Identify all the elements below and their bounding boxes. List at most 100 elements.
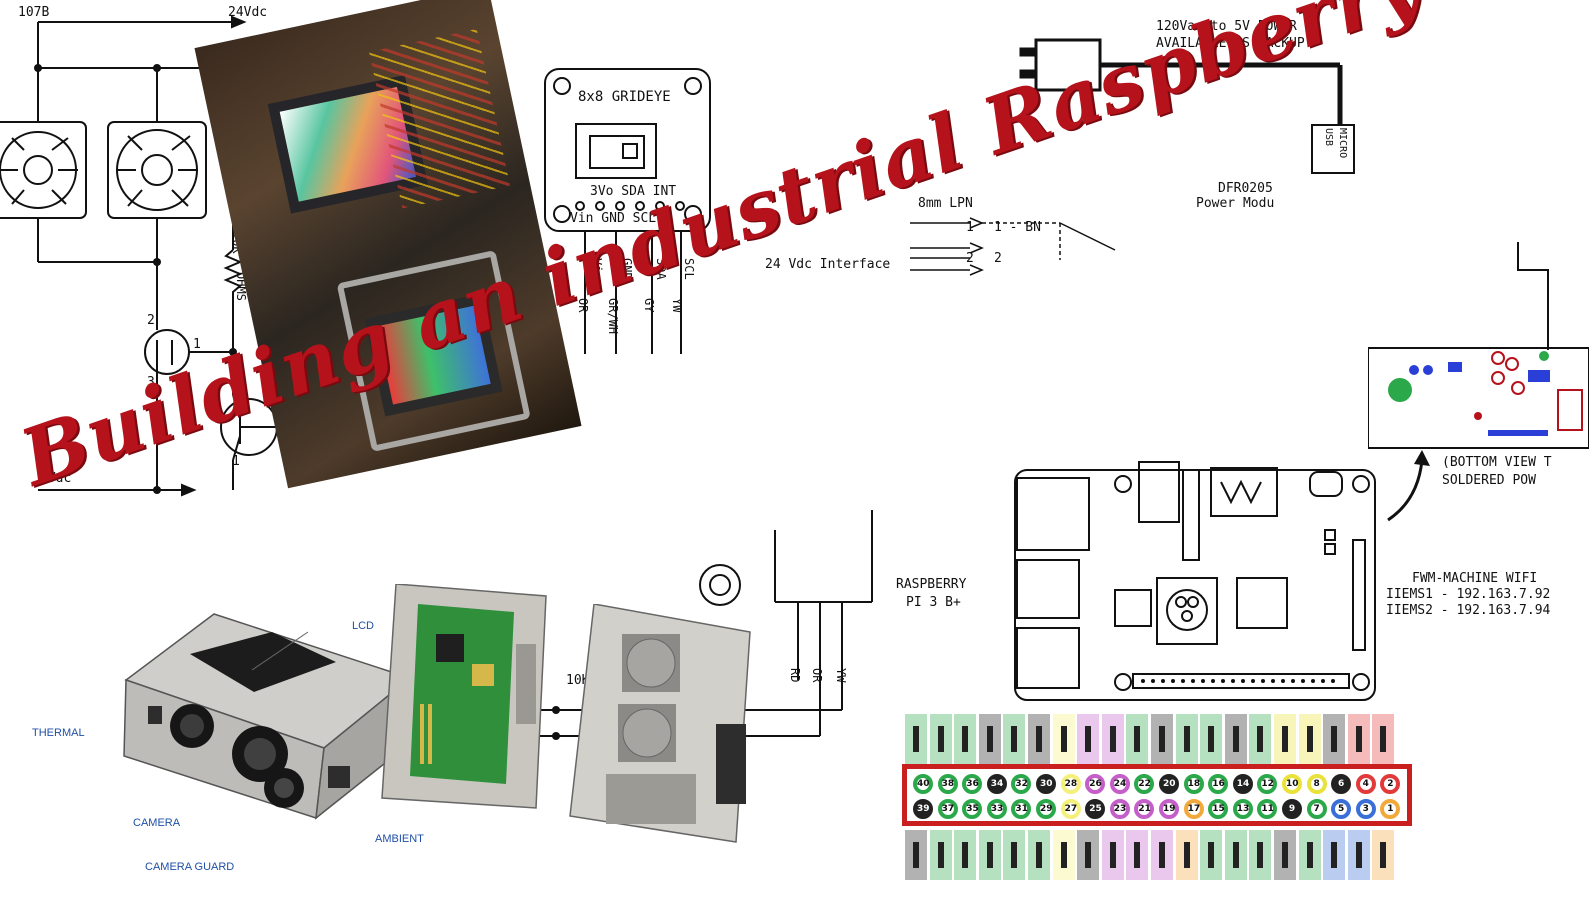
gpio-pin-11: 11	[1257, 799, 1278, 819]
gpio-pin-10: 10	[1282, 774, 1302, 794]
gpio-label-mark-26	[1085, 726, 1092, 752]
gpio-pin-17: 17	[1183, 799, 1204, 819]
callout-camera: CAMERA	[133, 817, 181, 829]
gpio-pin-3: 3	[1355, 799, 1376, 819]
gpio-pin-20: 20	[1159, 774, 1179, 794]
wifi-line2: IIEMS2 - 192.163.7.94	[1386, 603, 1551, 618]
gpio-label-mark-20	[1159, 726, 1165, 752]
relay-wire-yw: YW	[834, 668, 848, 683]
relay-wire-or: OR	[810, 668, 824, 683]
gpio-label-mark-23	[1109, 842, 1116, 868]
gpio-pin-36: 36	[962, 774, 983, 794]
micro-usb-label-2: USB	[1323, 128, 1334, 147]
wifi-line1: IIEMS1 - 192.163.7.92	[1386, 587, 1551, 602]
gpio-pin-12: 12	[1257, 774, 1278, 794]
ground-label: 0Vdc	[40, 471, 72, 486]
gpio-pin-13: 13	[1232, 799, 1253, 819]
gpio-label-mark-35	[962, 842, 969, 868]
gpio-label-mark-30	[1036, 726, 1042, 752]
connector-pin2-label: 2	[994, 251, 1002, 266]
gpio-label-mark-9	[1282, 842, 1288, 868]
gpio-pin-19: 19	[1159, 799, 1179, 819]
relay-resistor-label: 10K	[566, 673, 590, 688]
gpio-label-mark-14	[1232, 726, 1239, 752]
grideye-color-gy: GY	[642, 298, 656, 313]
gpio-pin-14: 14	[1232, 774, 1253, 794]
gpio-label-mark-4	[1355, 726, 1362, 752]
mosfet-pin-2: 2	[147, 313, 155, 328]
rpi-name-line1: RASPBERRY	[896, 577, 967, 592]
gpio-label-mark-31	[1011, 842, 1018, 868]
gpio-label-mark-6	[1331, 726, 1338, 752]
gpio-pin-8: 8	[1306, 774, 1327, 794]
gpio-pin-6: 6	[1331, 774, 1352, 794]
pi-case-render-1	[381, 584, 547, 809]
gpio-label-mark-5	[1331, 842, 1338, 868]
gpio-pin-15: 15	[1208, 799, 1229, 819]
gpio-label-mark-28	[1060, 726, 1067, 752]
transistor-pin-1: 1	[232, 454, 240, 469]
callout-ambient: AMBIENT	[375, 833, 424, 845]
gpio-pin-34: 34	[986, 774, 1007, 794]
gpio-label-mark-2	[1380, 726, 1387, 752]
gpio-label-mark-33	[986, 842, 993, 868]
gpio-label-mark-21	[1134, 842, 1141, 868]
enclosure-render	[123, 613, 412, 820]
gpio-label-mark-37	[937, 842, 944, 868]
power-module-line1: DFR0205	[1218, 181, 1273, 196]
backup-power-line1: 120Vac to 5V POWER	[1156, 19, 1297, 34]
gpio-pin-22: 22	[1134, 774, 1155, 794]
micro-usb-label-1: MICRO	[1337, 128, 1348, 159]
connector-pin1: 1	[966, 220, 974, 235]
mosfet-pin-1: 1	[193, 337, 201, 352]
gpio-pin-40: 40	[913, 774, 933, 794]
gpio-pin-2: 2	[1380, 774, 1401, 794]
raspberry-pi-board	[1014, 461, 1376, 701]
gpio-pin-38: 38	[937, 774, 958, 794]
grideye-top-pins: 3Vo SDA INT	[590, 184, 677, 199]
gpio-pin-9: 9	[1282, 799, 1302, 819]
gpio-pin-21: 21	[1134, 799, 1155, 819]
gpio-label-mark-8	[1306, 726, 1313, 752]
gpio-label-mark-16	[1208, 726, 1215, 752]
interface-label: 24 Vdc Interface	[765, 257, 891, 272]
rpi-name-line2: PI 3 B+	[906, 595, 961, 610]
gpio-label-mark-15	[1208, 842, 1215, 868]
gpio-pin-31: 31	[1011, 799, 1032, 819]
grideye-module	[544, 68, 711, 354]
gpio-pin-4: 4	[1355, 774, 1376, 794]
gpio-pin-29: 29	[1036, 799, 1056, 819]
gpio-pin-24: 24	[1109, 774, 1130, 794]
wifi-title: FWM-MACHINE WIFI	[1412, 571, 1538, 586]
grideye-color-yw: YW	[670, 298, 684, 313]
bottom-view-line1: (BOTTOM VIEW T	[1442, 455, 1552, 470]
gpio-pin-5: 5	[1331, 799, 1352, 819]
transistor-pin-3: 3	[232, 385, 240, 400]
grideye-title: 8x8 GRIDEYE	[578, 89, 671, 105]
connector-pin1-label: 1 - BN	[994, 220, 1041, 235]
bottom-view-line2: SOLDERED POW	[1442, 473, 1536, 488]
pi-case-render-2	[569, 604, 751, 843]
gpio-pin-18: 18	[1183, 774, 1204, 794]
gpio-pin-33: 33	[986, 799, 1007, 819]
gpio-pin-30: 30	[1036, 774, 1056, 794]
gpio-label-mark-39	[913, 842, 919, 868]
gpio-label-mark-19	[1159, 842, 1165, 868]
gpio-pin-39: 39	[913, 799, 933, 819]
gpio-label-mark-32	[1011, 726, 1018, 752]
gpio-label-mark-3	[1355, 842, 1362, 868]
gpio-label-mark-1	[1380, 842, 1387, 868]
interface-connector	[910, 217, 1116, 276]
gpio-pin-28: 28	[1060, 774, 1081, 794]
gpio-pin-23: 23	[1109, 799, 1130, 819]
power-backup-diagram	[1019, 38, 1355, 174]
gpio-label-mark-11	[1257, 842, 1264, 868]
gpio-label-mark-7	[1306, 842, 1313, 868]
gpio-bottom-tabs	[900, 828, 1410, 882]
gpio-label-mark-25	[1085, 842, 1092, 868]
gpio-pin-7: 7	[1306, 799, 1327, 819]
